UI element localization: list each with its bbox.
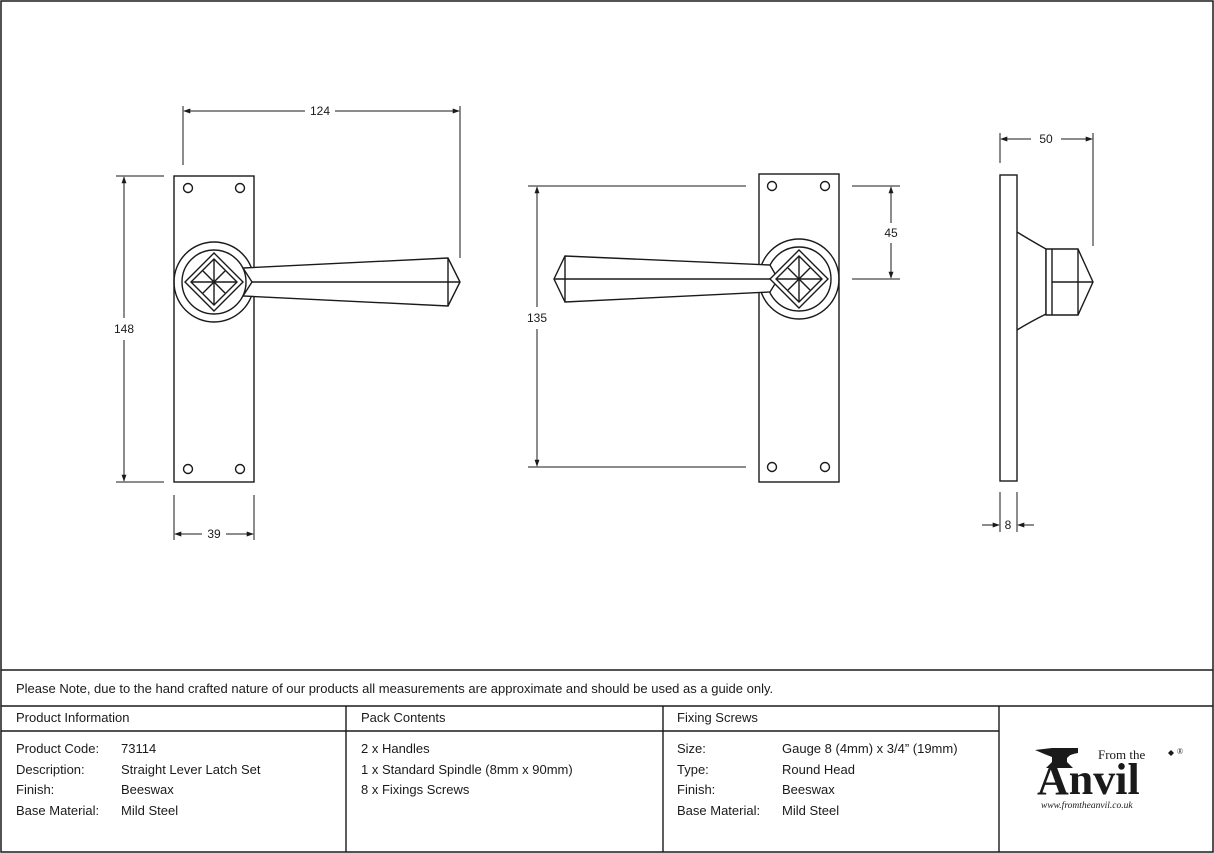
dim-front-plate-width: 39	[207, 527, 221, 541]
pack-item-screws: 8 x Fixings Screws	[361, 782, 470, 797]
logo-brand: Anvil	[1037, 755, 1140, 804]
front-view	[173, 175, 461, 483]
back-backplate	[758, 173, 840, 483]
back-view	[553, 173, 840, 483]
front-screw-hole	[182, 463, 194, 475]
measurement-note: Please Note, due to the hand crafted nat…	[16, 681, 774, 696]
front-backplate	[173, 175, 255, 483]
front-screw-hole	[234, 182, 246, 194]
finish-value: Beeswax	[121, 782, 174, 797]
screw-size-label: Size:	[677, 741, 706, 756]
product-code-label: Product Code:	[16, 741, 100, 756]
anvil-icon	[1035, 748, 1078, 768]
base-material-value: Mild Steel	[121, 802, 179, 818]
logo-url: www.fromtheanvil.co.uk	[1041, 800, 1133, 811]
dim-side-projection: 50	[1039, 132, 1053, 146]
screw-finish-label: Finish:	[677, 782, 716, 797]
product-code-value: 73114	[121, 741, 157, 756]
fixing-screws-heading: Fixing Screws	[677, 710, 758, 725]
screw-finish-value: Beeswax	[782, 782, 835, 797]
pack-contents-heading: Pack Contents	[361, 710, 446, 725]
product-information-labels: Product Code: Description: Finish: Base …	[16, 739, 99, 821]
screw-size-value: Gauge 8 (4mm) x 3/4” (19mm)	[782, 741, 958, 756]
back-screw-hole	[819, 461, 831, 473]
finish-label: Finish:	[16, 782, 55, 797]
side-backplate	[999, 174, 1018, 482]
front-rose-inner	[181, 249, 247, 315]
dim-back-spindle-offset: 45	[884, 226, 898, 240]
front-boss-facet	[202, 270, 226, 294]
screw-type-label: Type:	[677, 761, 709, 777]
side-rose-profile	[1016, 231, 1047, 331]
from-the-anvil-logo: From the ® Anvil www.fromtheanvil.co.uk	[1035, 747, 1183, 811]
base-material-label: Base Material:	[16, 802, 100, 818]
screw-base-material-value: Mild Steel	[782, 802, 840, 818]
side-dimensions	[982, 133, 1094, 532]
pack-item-spindle: 1 x Standard Spindle (8mm x 90mm)	[361, 761, 573, 777]
fixing-screws-values: Gauge 8 (4mm) x 3/4” (19mm) Round Head B…	[782, 739, 958, 821]
back-screw-hole	[819, 180, 831, 192]
pack-item-handles: 2 x Handles	[361, 741, 430, 756]
description-label: Description:	[16, 761, 85, 777]
front-screw-hole	[234, 463, 246, 475]
back-screw-hole	[766, 461, 778, 473]
product-information-heading: Product Information	[16, 710, 130, 725]
product-information-values: 73114 Straight Lever Latch Set Beeswax M…	[121, 739, 260, 821]
back-boss-facet	[787, 267, 811, 291]
description-value: Straight Lever Latch Set	[121, 761, 261, 777]
logo-from-the: From the	[1098, 747, 1146, 762]
pack-contents-list: 2 x Handles 1 x Standard Spindle (8mm x …	[361, 739, 573, 801]
front-screw-hole	[182, 182, 194, 194]
front-dimensions	[116, 106, 461, 540]
back-dimensions	[528, 185, 900, 468]
dim-front-width-overall: 124	[310, 104, 330, 118]
screw-type-value: Round Head	[782, 761, 855, 777]
diamond-icon	[1168, 750, 1174, 756]
screw-base-material-label: Base Material:	[677, 802, 761, 818]
logo-registered: ®	[1177, 747, 1183, 756]
dim-side-thickness: 8	[1005, 518, 1012, 532]
dim-back-height: 135	[527, 311, 547, 325]
back-screw-hole	[766, 180, 778, 192]
side-view	[999, 174, 1094, 482]
fixing-screws-labels: Size: Type: Finish: Base Material:	[677, 739, 760, 821]
info-table-grid	[1, 669, 1213, 852]
dim-front-height: 148	[114, 322, 134, 336]
